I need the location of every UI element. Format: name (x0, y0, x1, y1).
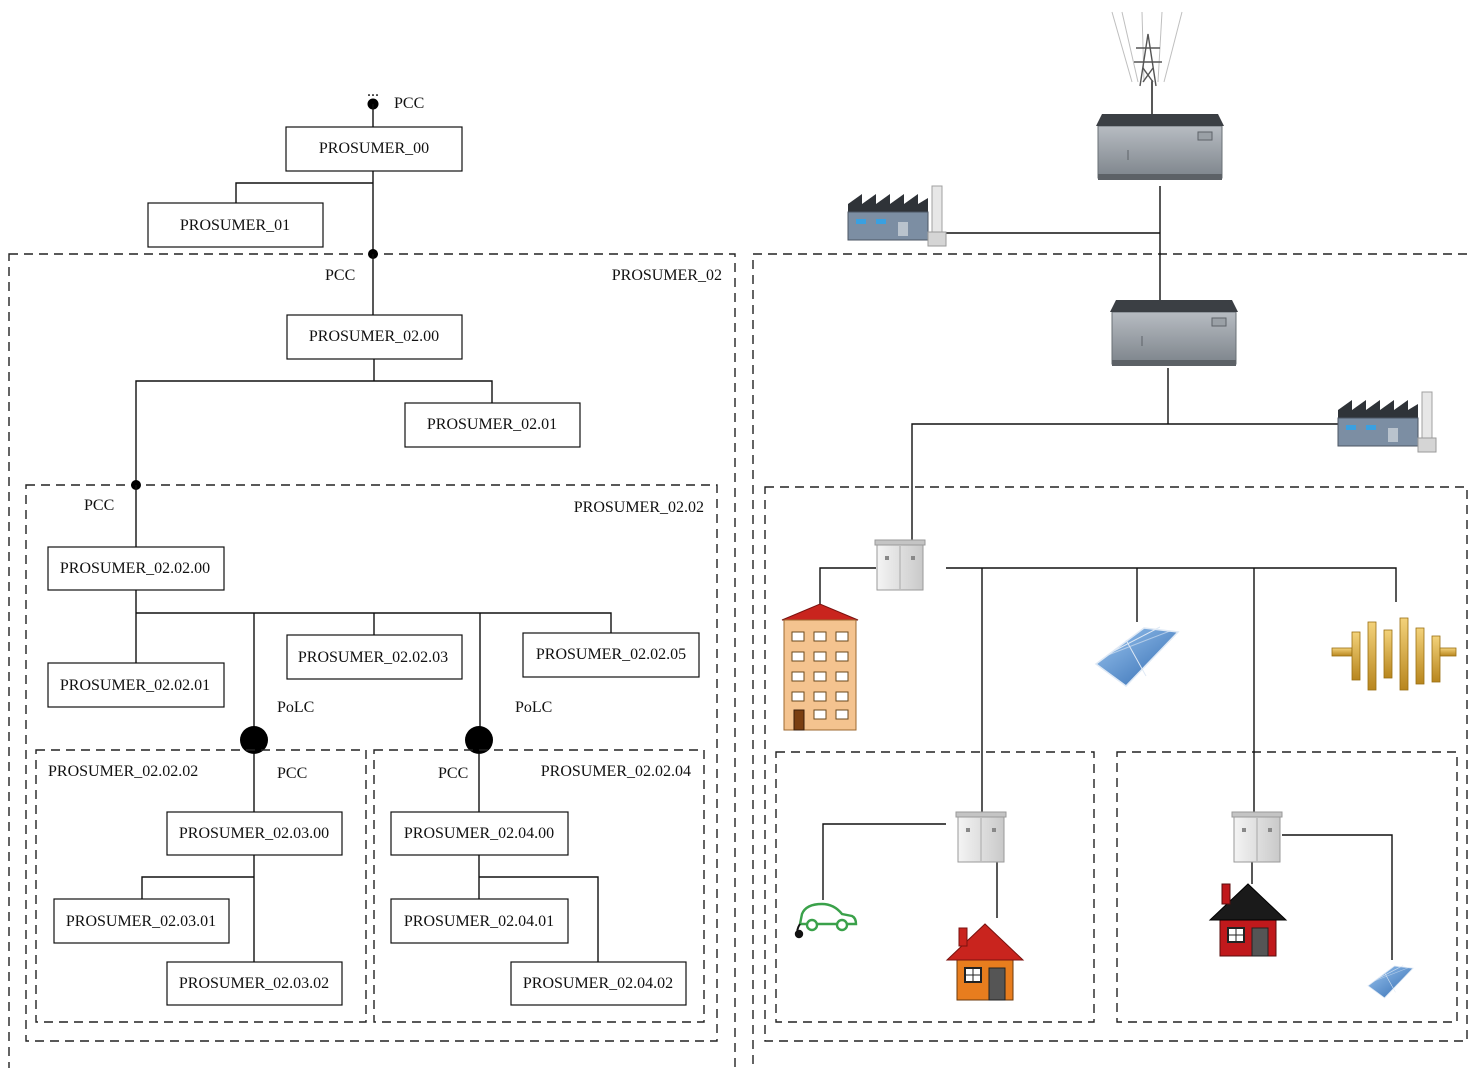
solar-panel-icon (1367, 965, 1414, 999)
polc-node (240, 726, 268, 754)
pcc-label-02-02-04: PCC (438, 765, 468, 782)
grid-region-outer (752, 253, 1472, 1068)
house-icon (1209, 883, 1287, 957)
pcc-label-02-02: PCC (84, 497, 114, 514)
pcc-label-02-02-02: PCC (277, 765, 307, 782)
grid-region-home-b (1116, 751, 1458, 1023)
apartment-building-icon (781, 603, 859, 731)
prosumer-02-03-01-label: PROSUMER_02.03.01 (66, 913, 216, 930)
prosumer-02-04-02-box (510, 961, 687, 1006)
prosumer-02-02-05-label: PROSUMER_02.02.05 (536, 646, 686, 663)
prosumer-02-title: PROSUMER_02 (612, 267, 722, 284)
prosumer-02-01-box (404, 402, 581, 448)
prosumer-02-03-00-label: PROSUMER_02.03.00 (179, 825, 329, 842)
substation-icon (1095, 113, 1225, 181)
solar-panel-icon (1095, 626, 1179, 687)
distribution-cabinet-icon (1231, 811, 1283, 863)
top-ellipsis: ... (367, 83, 379, 100)
prosumer-02-02-04-title: PROSUMER_02.02.04 (541, 763, 691, 780)
prosumer-02-04-02-label: PROSUMER_02.04.02 (523, 975, 673, 992)
polc-node (465, 726, 493, 754)
prosumer-02-02-04-region (373, 749, 705, 1023)
prosumer-02-02-title: PROSUMER_02.02 (574, 499, 704, 516)
prosumer-02-03-01-box (53, 898, 230, 944)
prosumer-00-label: PROSUMER_00 (319, 140, 429, 157)
factory-icon (847, 185, 947, 247)
transmission-tower-icon (1111, 11, 1183, 87)
prosumer-02-03-02-label: PROSUMER_02.03.02 (179, 975, 329, 992)
polc-label-left: PoLC (277, 699, 314, 716)
factory-icon (1337, 391, 1437, 453)
distribution-cabinet-icon (955, 811, 1007, 863)
prosumer-02-04-00-box (390, 811, 569, 856)
prosumer-02-02-02-title: PROSUMER_02.02.02 (48, 763, 198, 780)
polc-label-right: PoLC (515, 699, 552, 716)
right-grid (752, 11, 1472, 1068)
prosumer-02-02-01-box (47, 662, 225, 708)
left-tree: ... PCC PROSUMER_00 PROSUMER_01 PCC PROS… (8, 83, 736, 1068)
prosumer-02-00-box (286, 314, 463, 360)
prosumer-01-label: PROSUMER_01 (180, 217, 290, 234)
pcc-label-02: PCC (325, 267, 355, 284)
prosumer-02-02-03-label: PROSUMER_02.02.03 (298, 649, 448, 666)
prosumer-02-02-00-label: PROSUMER_02.02.00 (60, 560, 210, 577)
battery-storage-icon (1331, 617, 1457, 691)
prosumer-02-02-00-box (47, 546, 225, 591)
pcc-label-top: PCC (394, 95, 424, 112)
prosumer-01-box (147, 202, 324, 248)
prosumer-02-02-01-label: PROSUMER_02.02.01 (60, 677, 210, 694)
prosumer-02-03-00-box (166, 811, 343, 856)
prosumer-02-04-01-box (390, 898, 569, 944)
substation-icon (1109, 299, 1239, 367)
prosumer-02-02-03-box (286, 634, 463, 680)
prosumer-02-02-region (25, 484, 718, 1042)
prosumer-02-02-05-box (522, 632, 700, 678)
distribution-cabinet-icon (874, 539, 926, 591)
prosumer-02-00-label: PROSUMER_02.00 (309, 328, 439, 345)
prosumer-02-03-02-box (166, 961, 343, 1006)
electric-car-icon (794, 902, 858, 939)
house-icon (946, 923, 1024, 1001)
prosumer-02-04-00-label: PROSUMER_02.04.00 (404, 825, 554, 842)
grid-region-home-a (775, 751, 1095, 1023)
grid-region-lv (764, 486, 1468, 1042)
prosumer-02-02-02-region (35, 749, 367, 1023)
prosumer-02-01-label: PROSUMER_02.01 (427, 416, 557, 433)
prosumer-00-box (285, 126, 463, 172)
prosumer-02-04-01-label: PROSUMER_02.04.01 (404, 913, 554, 930)
